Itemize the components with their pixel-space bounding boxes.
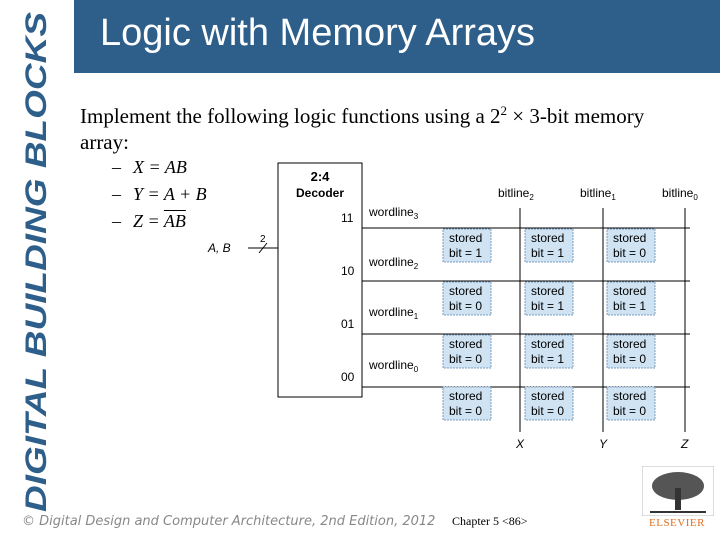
output-y: Y bbox=[599, 437, 608, 451]
intro-part: Implement the following logic functions … bbox=[80, 104, 501, 128]
cell-value: bit = 0 bbox=[613, 246, 646, 260]
decoder-output-11: 11 bbox=[341, 211, 354, 225]
decoder-output-00: 00 bbox=[341, 370, 355, 384]
intro-text: Implement the following logic functions … bbox=[80, 98, 680, 155]
cell-value: bit = 1 bbox=[531, 352, 564, 366]
bitline-2-label: bitline2 bbox=[498, 186, 534, 202]
bitlines bbox=[519, 208, 686, 432]
sidebar-label: DIGITAL BUILDING BLOCKS bbox=[20, 12, 53, 512]
cell-value: bit = 1 bbox=[531, 246, 564, 260]
wordline-3-label: wordline3 bbox=[368, 205, 419, 221]
cell-label: stored bbox=[613, 231, 646, 245]
cell-value: bit = 1 bbox=[449, 246, 482, 260]
cell-value: bit = 1 bbox=[613, 299, 646, 313]
decoder-title: 2:4 bbox=[311, 169, 331, 184]
intro-rest: × 3-bit memory array: bbox=[80, 104, 645, 154]
sidebar-title: DIGITAL BUILDING BLOCKS bbox=[0, 0, 70, 540]
input-label: A, B bbox=[207, 241, 231, 255]
output-x: X bbox=[515, 437, 525, 451]
cell-value: bit = 0 bbox=[449, 352, 482, 366]
cell-label: stored bbox=[449, 389, 482, 403]
page-title: Logic with Memory Arrays bbox=[100, 12, 536, 54]
cell-label: stored bbox=[613, 284, 646, 298]
cell-value: bit = 0 bbox=[449, 299, 482, 313]
cell-value: bit = 0 bbox=[613, 352, 646, 366]
tree-icon bbox=[641, 465, 715, 517]
cell-value: bit = 0 bbox=[531, 404, 564, 418]
footer-copyright: © Digital Design and Computer Architectu… bbox=[22, 514, 436, 529]
wordline-1-label: wordline1 bbox=[368, 305, 419, 321]
cell-label: stored bbox=[449, 231, 482, 245]
cell-label: stored bbox=[531, 284, 564, 298]
cell-label: stored bbox=[613, 337, 646, 351]
intro-exponent: 2 bbox=[500, 103, 508, 118]
cell-value: bit = 1 bbox=[531, 299, 564, 313]
decoder-subtitle: Decoder bbox=[296, 186, 344, 200]
bullet-y: –Y = A + B bbox=[112, 184, 207, 204]
cell-label: stored bbox=[531, 389, 564, 403]
cell-label: stored bbox=[449, 284, 482, 298]
bitline-1-label: bitline1 bbox=[580, 186, 616, 202]
cell-value: bit = 0 bbox=[613, 404, 646, 418]
bus-slash bbox=[258, 242, 268, 254]
decoder-box bbox=[277, 162, 363, 398]
output-z: Z bbox=[680, 437, 689, 451]
bullet-x: –X = AB bbox=[112, 157, 187, 177]
wordline-2-label: wordline2 bbox=[368, 255, 419, 271]
cell-label: stored bbox=[531, 231, 564, 245]
footer-page: Chapter 5 <86> bbox=[452, 514, 528, 528]
decoder-output-01: 01 bbox=[341, 317, 355, 331]
bitline-0-label: bitline0 bbox=[662, 186, 698, 202]
cell-value: bit = 0 bbox=[449, 404, 482, 418]
bus-width: 2 bbox=[260, 234, 266, 245]
bullet-z: –Z = AB bbox=[112, 211, 186, 231]
cell-label: stored bbox=[613, 389, 646, 403]
decoder-output-10: 10 bbox=[341, 264, 355, 278]
elsevier-logo bbox=[641, 465, 715, 528]
wordline-0-label: wordline0 bbox=[368, 358, 419, 374]
cell-label: stored bbox=[531, 337, 564, 351]
title-bar bbox=[74, 0, 720, 73]
cell-label: stored bbox=[449, 337, 482, 351]
function-list: –X = AB –Y = A + B –Z = AB bbox=[112, 157, 207, 238]
publisher-name: ELSEVIER bbox=[649, 517, 705, 529]
